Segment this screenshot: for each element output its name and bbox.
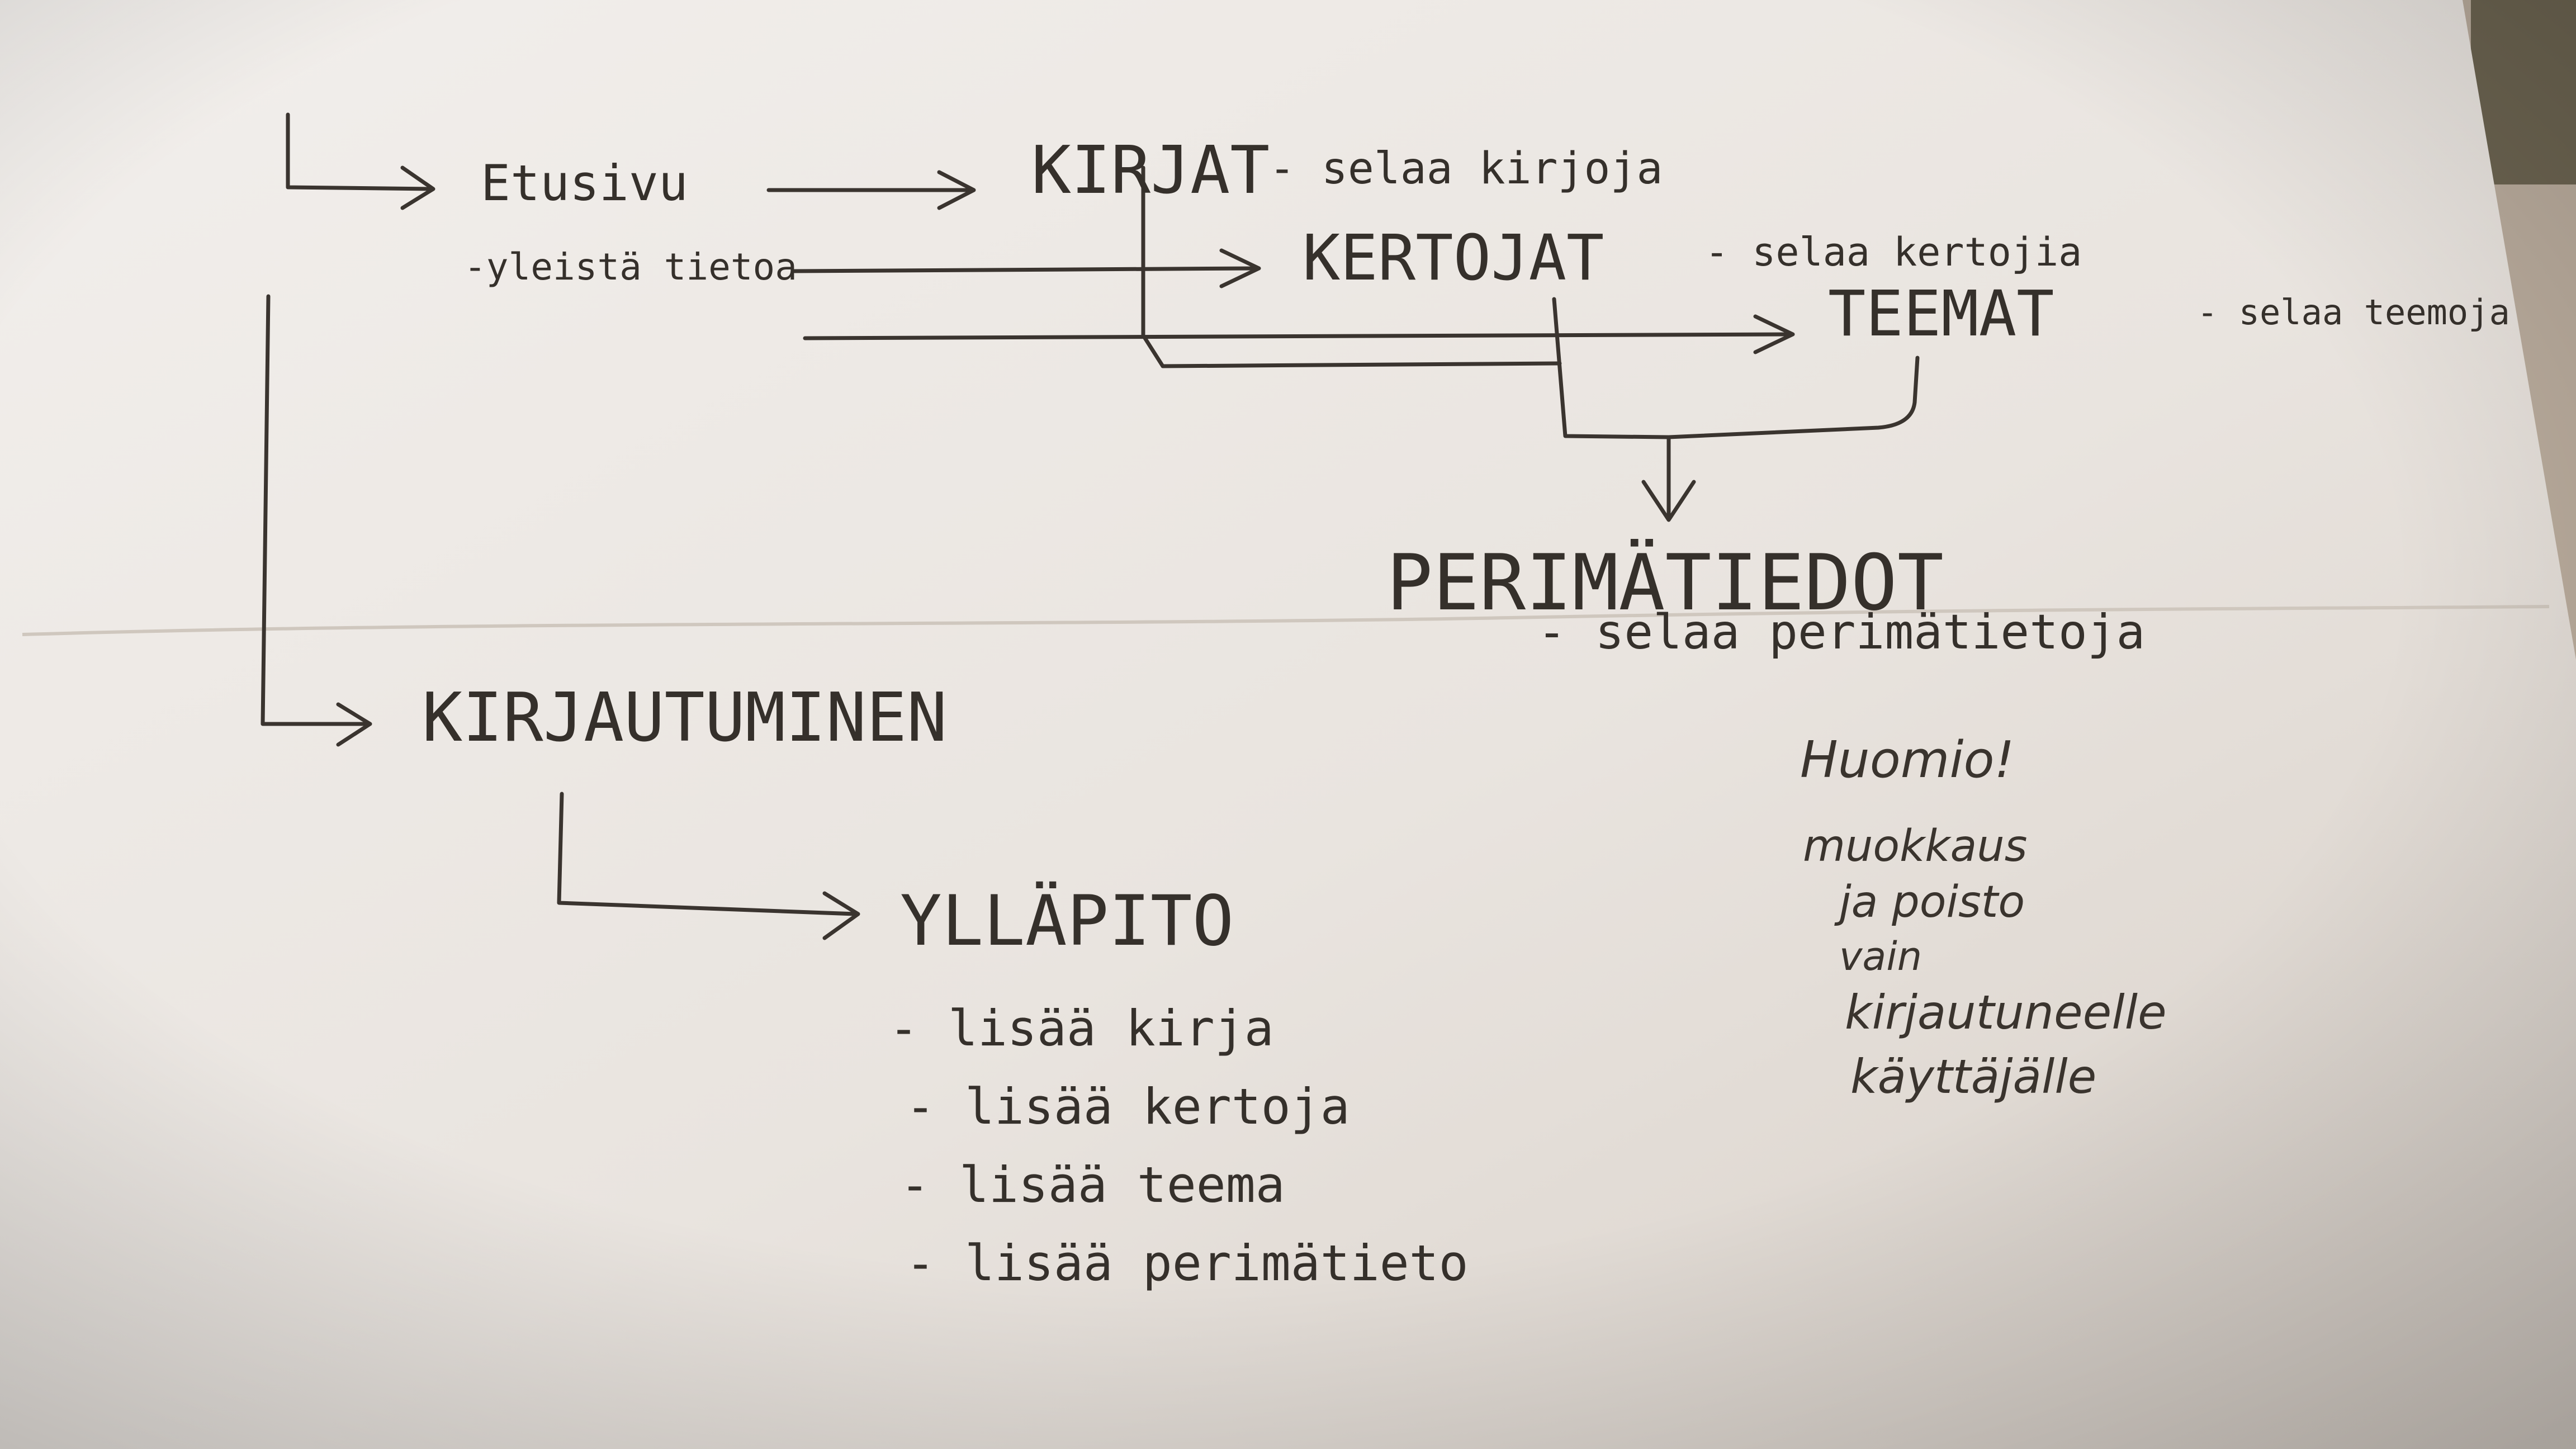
note-line: Huomio! <box>1800 731 2015 789</box>
kertojat-to-merge-line <box>1552 297 1671 439</box>
connector-lines <box>261 112 1920 940</box>
note-huomio: Huomio! muokkaus ja poisto vain kirjautu… <box>1800 731 2167 1104</box>
node-etusivu-title: Etusivu <box>481 154 688 212</box>
node-kirjat-title: KIRJAT <box>1031 131 1270 209</box>
to-yllapito-arrowhead <box>822 891 860 940</box>
kirjat-to-merge-line <box>1141 165 1562 368</box>
to-yllapito-line <box>557 792 858 916</box>
to-kertojat-arrowhead <box>1219 248 1261 288</box>
node-teemat-title: TEEMAT <box>1828 278 2054 351</box>
to-kirjautuminen-arrowhead <box>336 702 372 747</box>
node-etusivu-subtitle: -yleistä tietoa <box>464 245 797 288</box>
node-kirjat-desc: - selaa kirjoja <box>1269 144 1663 194</box>
to-kirjautuminen-line <box>261 294 371 726</box>
note-line: käyttäjälle <box>1850 1049 2096 1104</box>
node-kertojat-title: KERTOJAT <box>1303 222 1604 295</box>
note-line: kirjautuneelle <box>1845 985 2167 1040</box>
to-kirjat-arrowhead <box>937 170 976 210</box>
etusivu-entry-line <box>286 112 433 191</box>
teemat-to-merge-line <box>1666 356 1920 439</box>
to-teemat-arrowhead <box>1753 314 1795 354</box>
node-yllapito-title: YLLÄPITO <box>900 880 1234 962</box>
node-kertojat-desc: - selaa kertojia <box>1705 229 2082 275</box>
yllapito-item: - lisää kirja <box>889 1000 1274 1057</box>
to-kertojat-line <box>792 266 1260 273</box>
yllapito-item: - lisää kertoja <box>906 1078 1350 1135</box>
to-perimatiedot-arrowhead <box>1641 480 1696 522</box>
note-line: vain <box>1839 934 1922 979</box>
note-line: muokkaus <box>1803 821 2027 872</box>
yllapito-item: - lisää perimätieto <box>906 1234 1469 1292</box>
node-kirjautuminen-title: KIRJAUTUMINEN <box>422 679 947 757</box>
node-perimatiedot-title: PERIMÄTIEDOT <box>1386 538 1944 628</box>
node-perimatiedot-desc: - selaa perimätietoja <box>1537 604 2145 660</box>
yllapito-item: - lisää teema <box>900 1156 1285 1214</box>
to-teemat-line <box>803 332 1794 340</box>
node-teemat-desc: - selaa teemoja <box>2197 292 2510 333</box>
etusivu-entry-arrowhead <box>400 165 435 210</box>
note-line: ja poisto <box>1834 877 2025 927</box>
